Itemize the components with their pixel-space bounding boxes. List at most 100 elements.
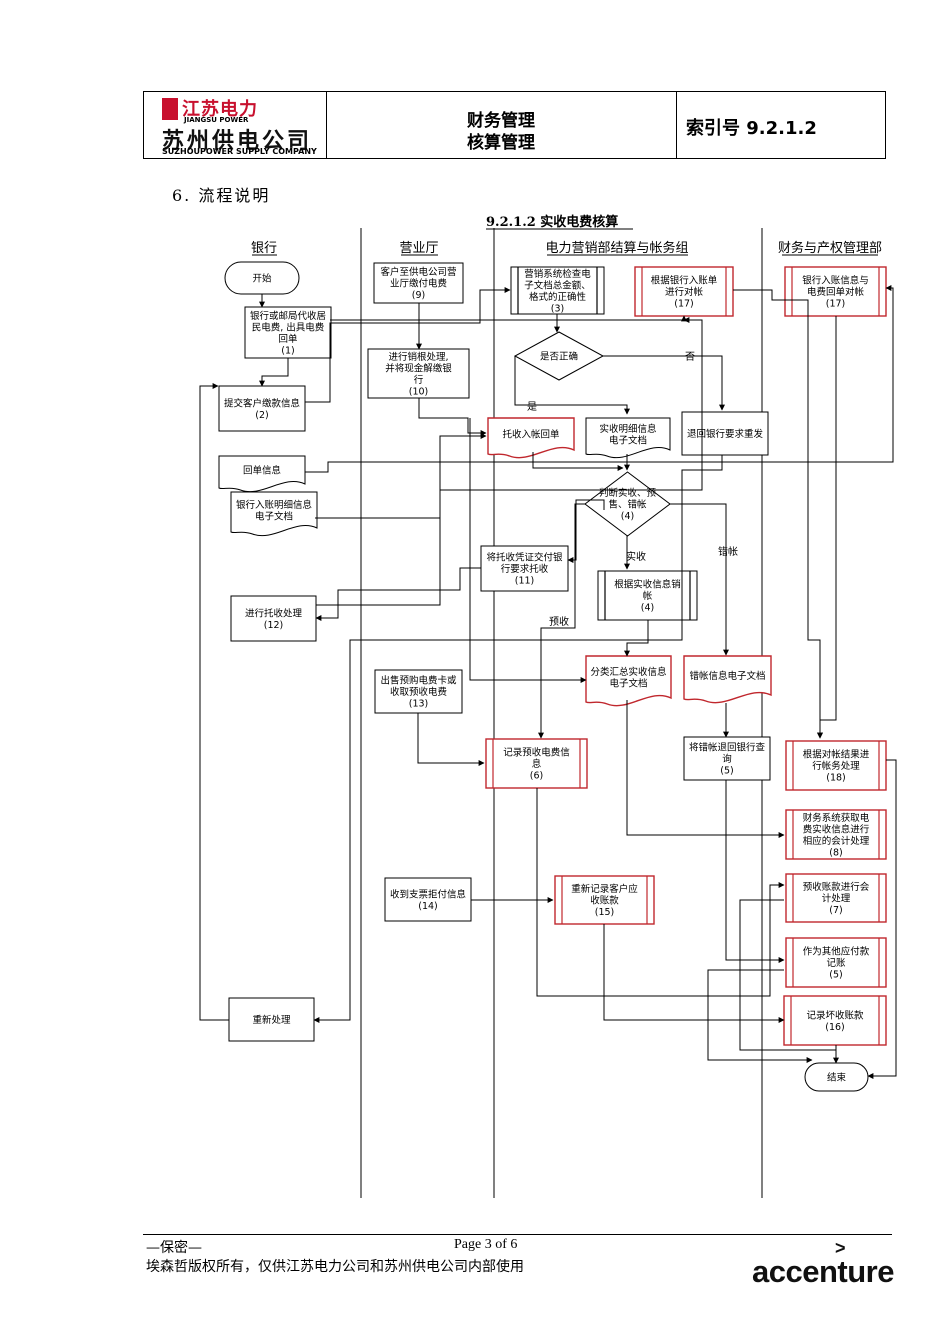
node-text: 客户至供电公司营 (380, 266, 456, 278)
edge-1-to-17a (330, 315, 687, 322)
lane-bank: 银行 (251, 241, 277, 256)
node-text: 是否正确 (540, 351, 578, 363)
edge-5-to-5b (725, 780, 785, 963)
document-header: 江苏电力 JIANGSU POWER 苏州供电公司 SUZHOUPOWER SU… (143, 91, 886, 159)
logo-en: JIANGSU POWER (184, 116, 249, 124)
logo-cell: 江苏电力 JIANGSU POWER 苏州供电公司 SUZHOUPOWER SU… (144, 92, 327, 158)
edge-5b-to-end (707, 969, 813, 1063)
node-text: 收账款 (590, 895, 619, 907)
node-text: 预收账款进行会 (803, 881, 870, 893)
node-text: 错帐信息电子文档 (689, 670, 765, 682)
edge-17b-to-18 (817, 316, 837, 739)
index-cell: 索引号 9.2.1.2 (676, 92, 885, 158)
edge-decision-no (603, 355, 725, 411)
edge-2-to-3 (305, 287, 511, 403)
node-text: 并将现金解缴银 (385, 362, 452, 374)
node-text: 电子文档 (609, 677, 647, 689)
label-yes: 是 (527, 401, 537, 413)
node-text: 收取预收电费 (390, 686, 447, 698)
company-name-cn: 苏州供电公司 (162, 129, 313, 154)
node-text: 判断实收、预 (599, 487, 657, 499)
node-text: 询 (722, 753, 732, 765)
node-n-resend: 退回银行要求重发 (681, 411, 769, 456)
node-text: 根据银行入账单 (651, 275, 718, 287)
label-error: 错帐 (718, 545, 738, 558)
node-text: 业厅缴付电费 (390, 278, 447, 290)
node-text: 财务系统获取电 (803, 812, 870, 824)
edge-6-to-7 (536, 788, 785, 997)
node-text: 电子文档 (609, 434, 647, 446)
edge-decision-yes (514, 356, 630, 415)
node-text: 出售预购电费卡或 (380, 675, 457, 687)
node-text: (17) (826, 299, 846, 310)
edge-prepay (538, 503, 585, 739)
node-doc-receipt: 回单信息 (218, 455, 306, 493)
node-text: (11) (515, 576, 535, 587)
node-n-reprocess: 重新处理 (228, 997, 315, 1042)
edge-receipt-to-17b (305, 285, 894, 473)
edge-collect-to-classify (469, 418, 587, 683)
lane-finance: 财务与产权管理部 (778, 240, 882, 256)
node-d-judge: 判断实收、预售、错帐(4) (584, 471, 671, 537)
node-end: 结束 (804, 1062, 869, 1092)
edge-bankdetail-to-17a (315, 317, 703, 519)
node-text: (6) (530, 771, 543, 782)
edge-1-to-2 (259, 358, 289, 387)
node-text: (5) (720, 766, 733, 777)
node-text: 回单 (278, 333, 298, 345)
company-name-en: SUZHOUPOWER SUPPLY COMPANY (162, 147, 317, 156)
node-text: 售、错帐 (608, 499, 647, 511)
node-text: 营销系统检查电 (524, 268, 591, 280)
edge-collect-to-judge (532, 452, 624, 471)
label-no: 否 (685, 351, 695, 363)
edge-resend-to-reprocess (313, 455, 723, 1023)
node-text: 结束 (827, 1072, 847, 1084)
edge-15-to-16 (603, 924, 785, 1023)
node-text: (8) (829, 847, 842, 858)
diagram-title: 9.2.1.2 实收电费核算 (486, 214, 618, 230)
node-n2: 提交客户缴款信息(2) (218, 385, 306, 432)
node-text: (18) (826, 773, 846, 784)
node-text: 回单信息 (243, 465, 281, 477)
section-heading: 6. 流程说明 (172, 186, 271, 205)
node-text: 民电费, 出具电费 (252, 321, 325, 333)
edge-judge-to-11 (567, 499, 605, 563)
node-text: 根据对帐结果进 (803, 749, 870, 761)
edge-10-to-doccollect (418, 398, 487, 436)
node-text: 息 (532, 758, 542, 770)
node-text: 提交客户缴款信息 (224, 397, 300, 409)
node-text: 记录预收电费信 (503, 747, 570, 759)
node-text: (5) (829, 970, 842, 981)
node-text: (17) (674, 299, 694, 310)
label-actual: 实收 (626, 550, 646, 563)
node-text: 将错帐退回银行查 (689, 742, 766, 754)
label-prepay: 预收 (549, 615, 569, 628)
node-d-correct: 是否正确 (513, 331, 605, 381)
node-text: 电费回单对帐 (807, 286, 865, 298)
node-text: 银行入账信息与 (802, 275, 869, 287)
node-text: 进行销根处理, (388, 351, 448, 363)
node-text: 根据实收信息销 (614, 579, 681, 591)
node-text: 重新记录客户应 (571, 883, 638, 895)
accenture-mark-icon: > (835, 1238, 846, 1258)
edge-classify-to-8 (626, 700, 785, 838)
node-text: (13) (409, 699, 429, 710)
node-text: 记账 (826, 957, 846, 969)
node-text: 将托收凭证交付银 (486, 552, 563, 564)
edge-error (669, 503, 729, 656)
title-cell: 财务管理 核算管理 (326, 92, 677, 158)
